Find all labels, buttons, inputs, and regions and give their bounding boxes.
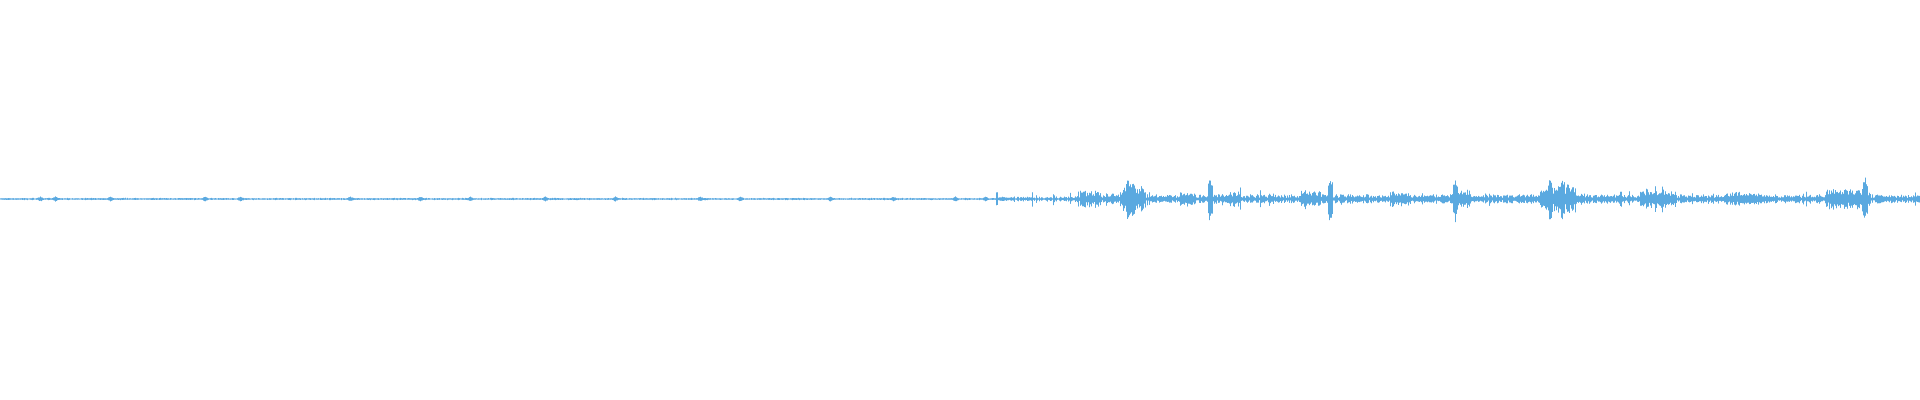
waveform-path — [0, 177, 1920, 223]
